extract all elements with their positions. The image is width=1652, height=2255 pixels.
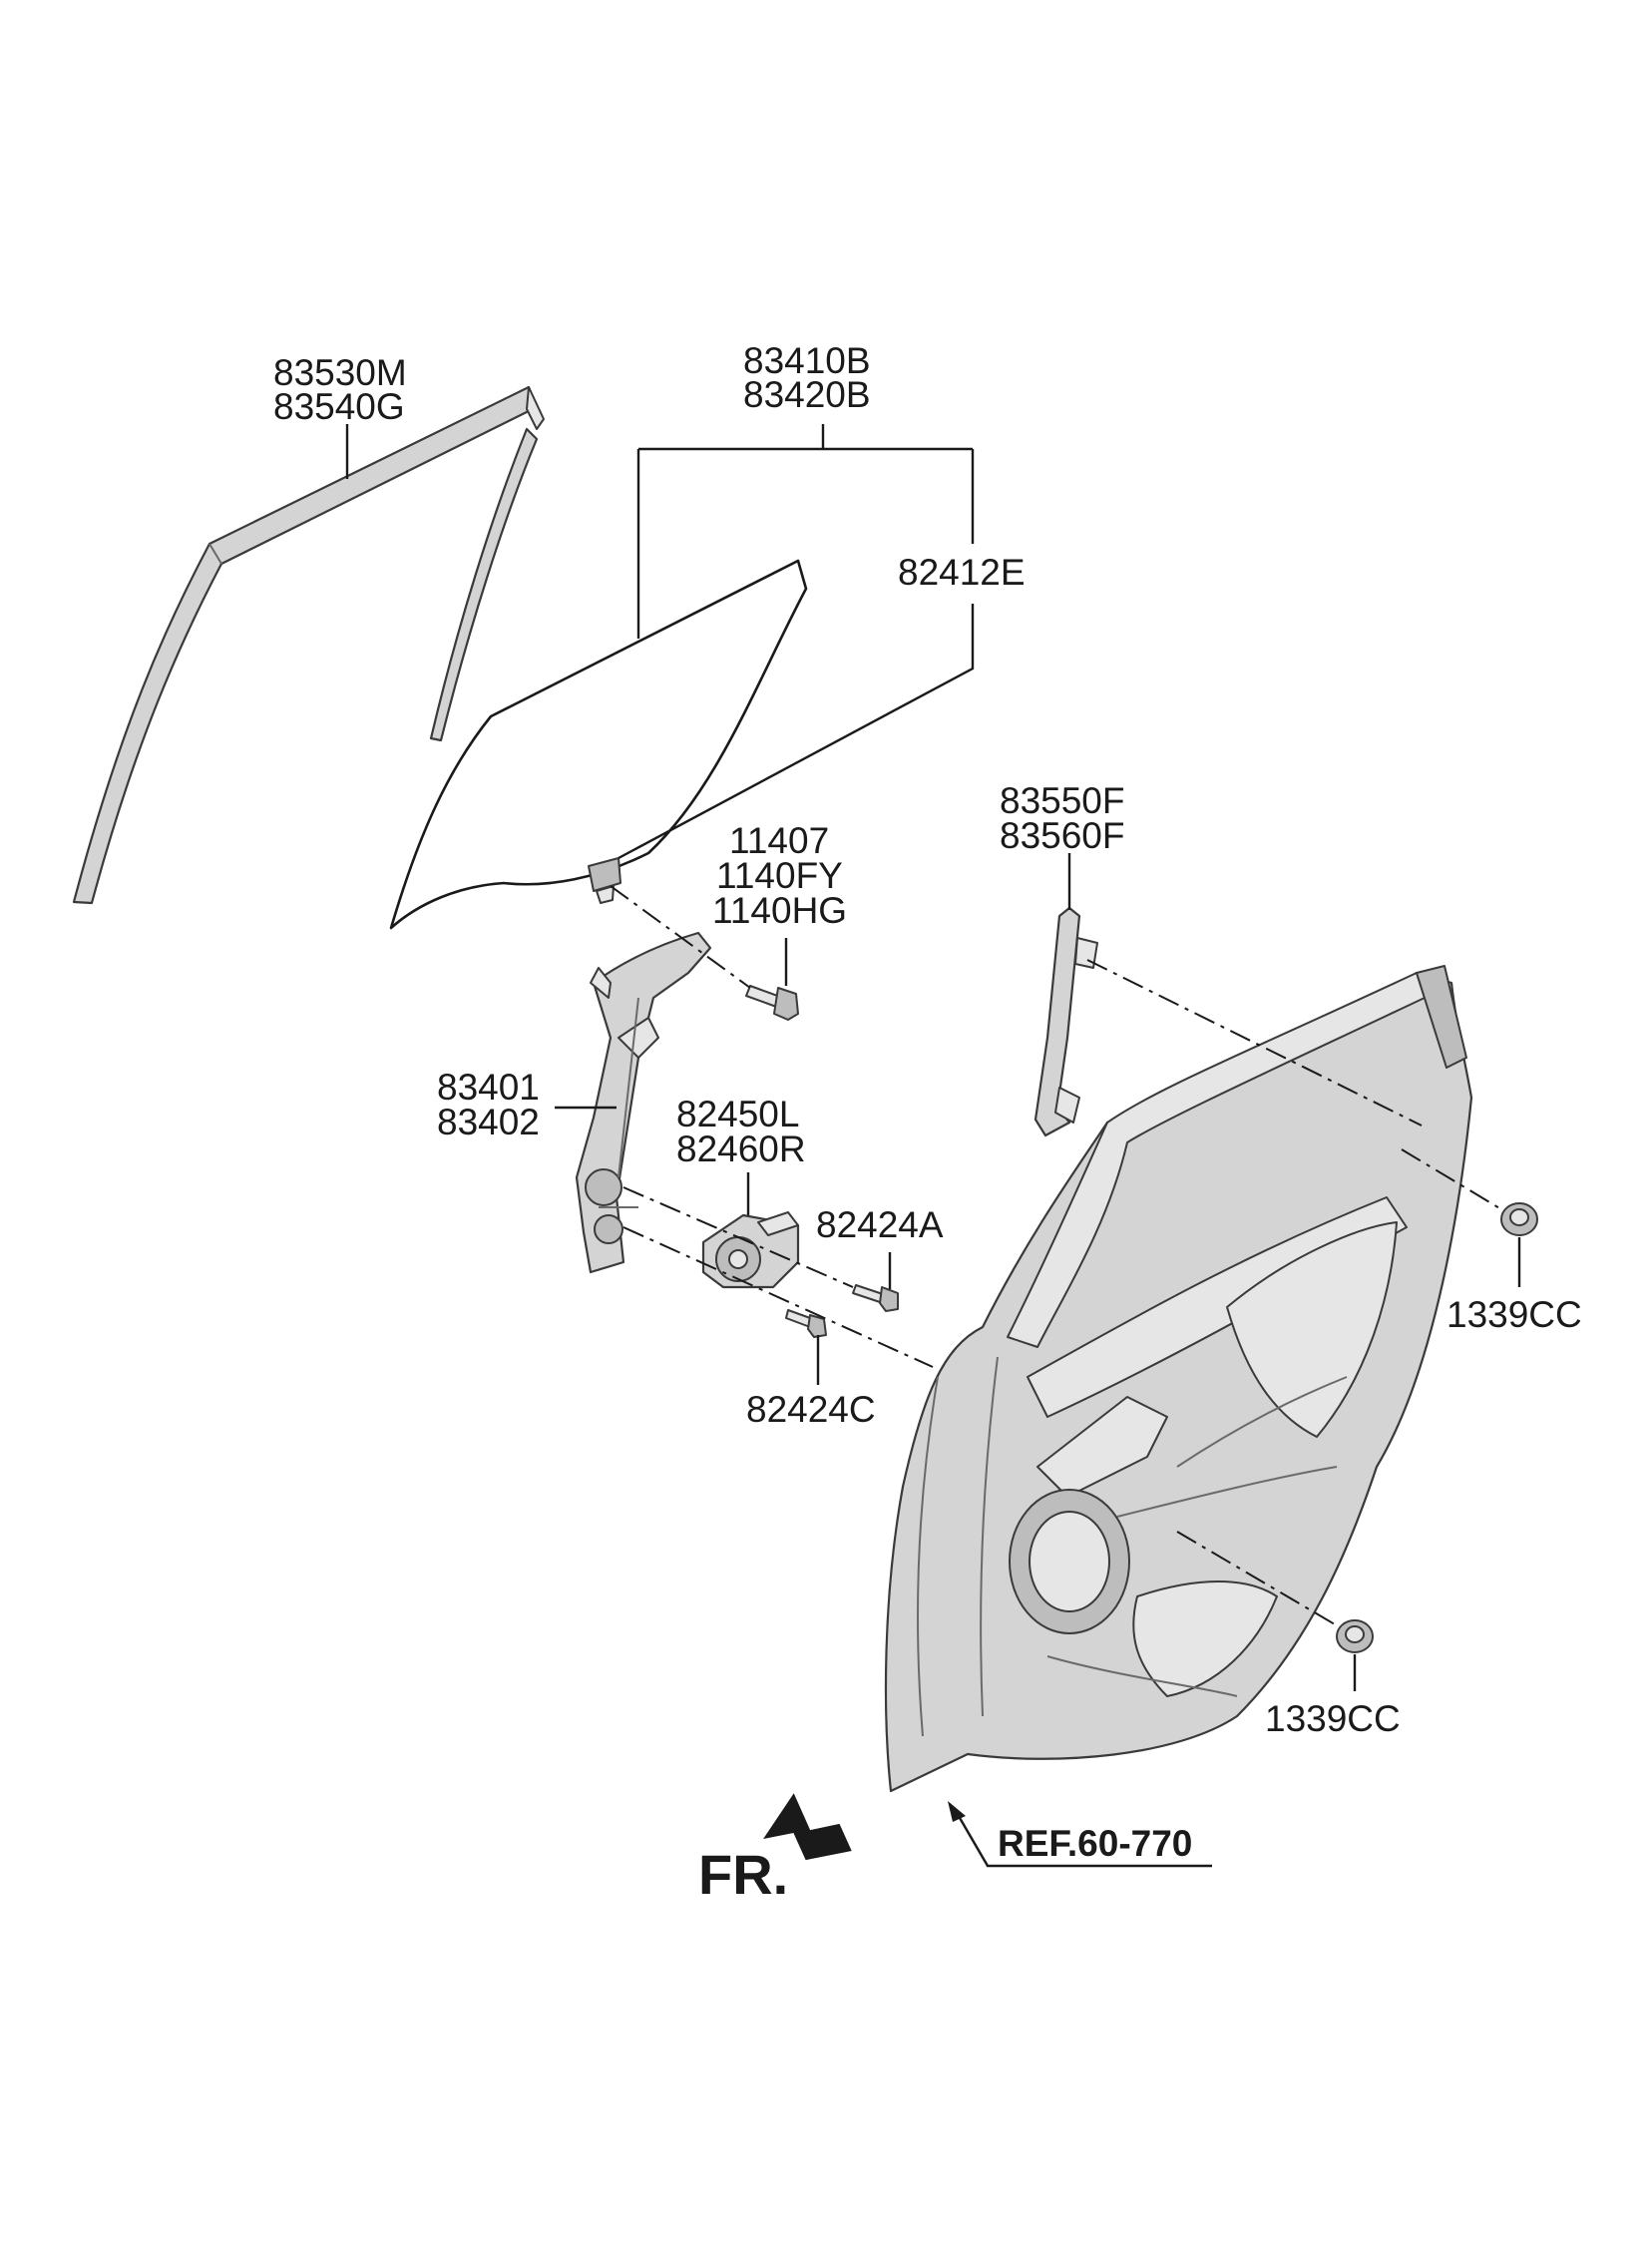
label-nut-upper[interactable]: 1339CC <box>1446 1294 1582 1335</box>
label-glass-a[interactable]: 83410B <box>743 340 871 381</box>
nut-upper[interactable] <box>1500 1202 1538 1236</box>
reference-arrow-icon <box>948 1801 966 1822</box>
label-bolt-a[interactable]: 11407 <box>729 820 829 861</box>
label-nut-lower[interactable]: 1339CC <box>1265 1698 1401 1739</box>
nut-lower[interactable] <box>1336 1619 1374 1653</box>
label-regulator-a[interactable]: 83401 <box>437 1067 540 1108</box>
label-reference[interactable]: REF.60-770 <box>998 1823 1192 1864</box>
label-screw-c[interactable]: 82424C <box>746 1389 876 1430</box>
motor-screw-a[interactable] <box>852 1284 899 1312</box>
label-bolt-c[interactable]: 1140HG <box>712 890 847 931</box>
label-glass-run[interactable]: 82412E <box>898 552 1026 593</box>
door-inner-panel[interactable] <box>884 965 1473 1793</box>
motor-screw-c[interactable] <box>785 1309 827 1338</box>
label-channel-a[interactable]: 83550F <box>1000 780 1125 821</box>
door-weatherstrip[interactable] <box>72 385 545 905</box>
label-motor-a[interactable]: 82450L <box>676 1094 799 1134</box>
label-regulator-b[interactable]: 83402 <box>437 1102 540 1142</box>
rear-glass-channel[interactable] <box>1033 906 1098 1137</box>
regulator-bolt[interactable] <box>745 985 799 1021</box>
label-weatherstrip-b[interactable]: 83540G <box>273 386 405 427</box>
label-glass-b[interactable]: 83420B <box>743 374 871 415</box>
part-labels: 83530M 83540G 83410B 83420B 82412E 11407… <box>273 340 1582 1906</box>
window-regulator[interactable] <box>575 931 712 1274</box>
assembly-lines <box>610 885 1502 1625</box>
label-motor-b[interactable]: 82460R <box>676 1128 806 1169</box>
label-channel-b[interactable]: 83560F <box>1000 815 1125 856</box>
label-front: FR. <box>698 1843 788 1906</box>
door-glass[interactable] <box>389 559 808 930</box>
front-direction-arrow-icon <box>763 1793 852 1861</box>
glass-clip[interactable] <box>588 857 621 904</box>
label-screw-a[interactable]: 82424A <box>816 1204 944 1245</box>
label-weatherstrip-a[interactable]: 83530M <box>273 352 407 393</box>
regulator-motor[interactable] <box>701 1211 800 1289</box>
leader-lines <box>345 424 1521 1868</box>
label-bolt-b[interactable]: 1140FY <box>716 855 843 896</box>
